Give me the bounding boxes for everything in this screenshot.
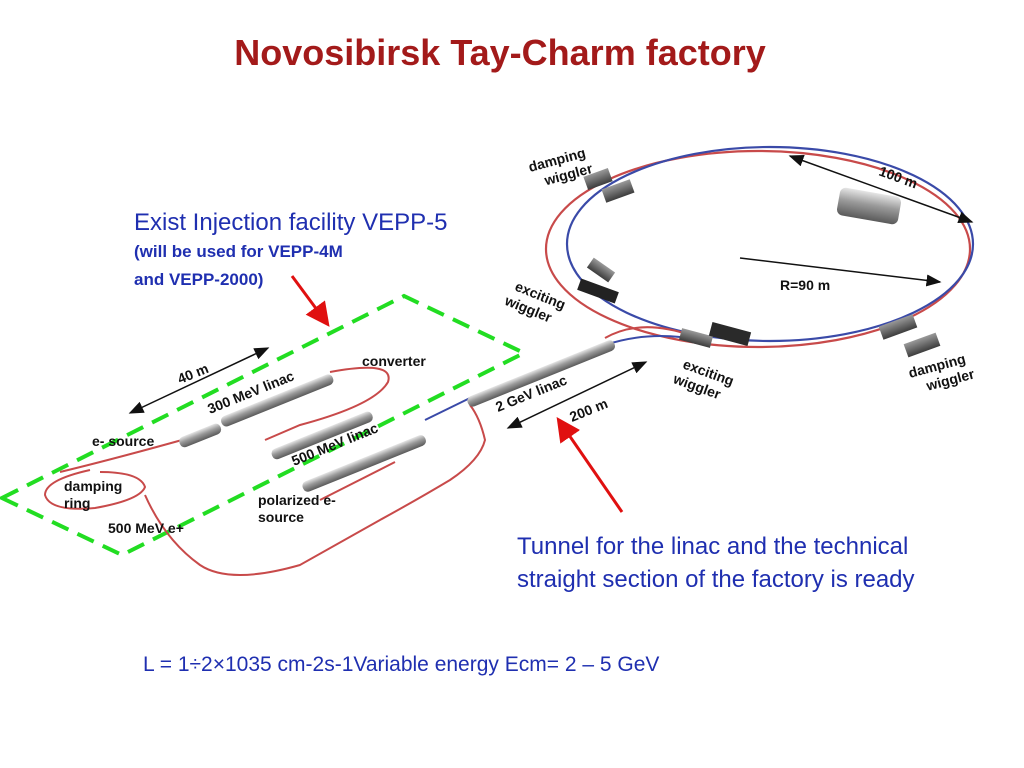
parameters-line: L = 1÷2×1035 cm-2s-1Variable energy Ecm=… bbox=[143, 653, 660, 676]
injection-facility-note-line1: (will be used for VEPP-4M bbox=[134, 242, 343, 261]
slide-title: Novosibirsk Tay-Charm factory bbox=[234, 32, 766, 73]
collider-ring-blue bbox=[565, 145, 975, 343]
injection-facility-title: Exist Injection facility VEPP-5 bbox=[134, 209, 448, 236]
tunnel-note-line2: straight section of the factory is ready bbox=[517, 566, 915, 593]
label-damping-wiggler-right: dampingwiggler bbox=[907, 349, 977, 397]
ring-magnets bbox=[577, 167, 941, 358]
beam-line-red bbox=[604, 326, 691, 339]
linac-connector-blue bbox=[424, 397, 471, 421]
label-500mev-positron: 500 MeV e+ bbox=[108, 520, 184, 536]
radius-line bbox=[739, 257, 942, 287]
collider-ring-red bbox=[544, 149, 972, 349]
pointer-arrow-injection bbox=[290, 275, 330, 327]
label-100m: 100 m bbox=[877, 163, 920, 192]
label-e-source: e- source bbox=[92, 433, 154, 449]
label-damping-wiggler: dampingwiggler bbox=[527, 144, 595, 192]
label-converter: converter bbox=[362, 353, 426, 369]
injection-beam-lines bbox=[43, 366, 487, 576]
dim-line-40m bbox=[128, 347, 270, 414]
dim-line-200m bbox=[506, 361, 648, 429]
label-radius: R=90 m bbox=[780, 277, 830, 293]
label-exciting-wiggler-left: excitingwiggler bbox=[502, 276, 568, 328]
tunnel-note-line1: Tunnel for the linac and the technical bbox=[517, 533, 909, 560]
label-exciting-wiggler-right: excitingwiggler bbox=[670, 354, 736, 405]
label-polarized-source: polarized e-source bbox=[258, 492, 336, 525]
linacs bbox=[179, 340, 615, 492]
injection-facility-note-line2: and VEPP-2000) bbox=[134, 270, 264, 289]
existing-facility-boundary bbox=[0, 293, 529, 558]
dim-line-100m bbox=[788, 154, 974, 224]
pointer-arrow-tunnel bbox=[556, 417, 624, 513]
label-200m: 200 m bbox=[567, 395, 610, 425]
